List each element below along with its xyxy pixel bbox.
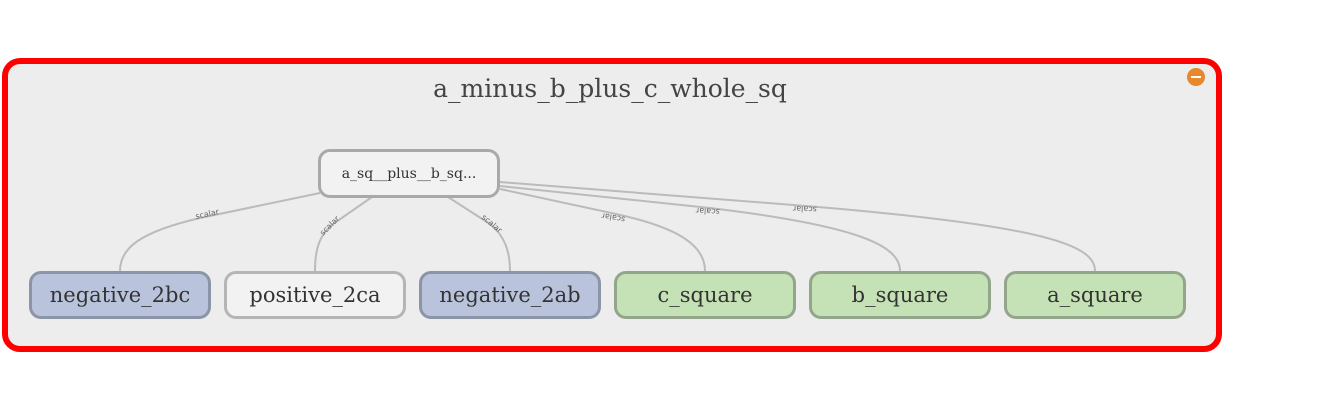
node-c-square[interactable]: c_square xyxy=(614,271,796,319)
edge-label: scalar xyxy=(792,204,817,214)
edge-label: scalar xyxy=(600,211,626,224)
node-negative-2ab[interactable]: negative_2ab xyxy=(419,271,601,319)
edge-b-square xyxy=(499,185,901,272)
edge-a-square xyxy=(499,181,1096,272)
minus-circle-icon[interactable] xyxy=(1187,68,1205,86)
edge-negative-2ab xyxy=(447,196,511,272)
edge-c-square xyxy=(499,188,706,272)
edge-positive-2ca xyxy=(314,196,373,272)
node-positive-2ca[interactable]: positive_2ca xyxy=(224,271,406,319)
node-a-square[interactable]: a_square xyxy=(1004,271,1186,319)
edge-label: scalar xyxy=(318,214,342,238)
edge-negative-2bc xyxy=(119,192,321,272)
group-title: a_minus_b_plus_c_whole_sq xyxy=(433,74,787,103)
minus-bar xyxy=(1191,76,1201,78)
edge-label: scalar xyxy=(195,207,221,221)
edge-label: scalar xyxy=(695,206,720,216)
edge-label: scalar xyxy=(480,213,505,236)
node-negative-2bc[interactable]: negative_2bc xyxy=(29,271,211,319)
meta-node-a-sq-plus-b-sq[interactable]: a_sq__plus__b_sq... xyxy=(318,149,500,198)
node-b-square[interactable]: b_square xyxy=(809,271,991,319)
